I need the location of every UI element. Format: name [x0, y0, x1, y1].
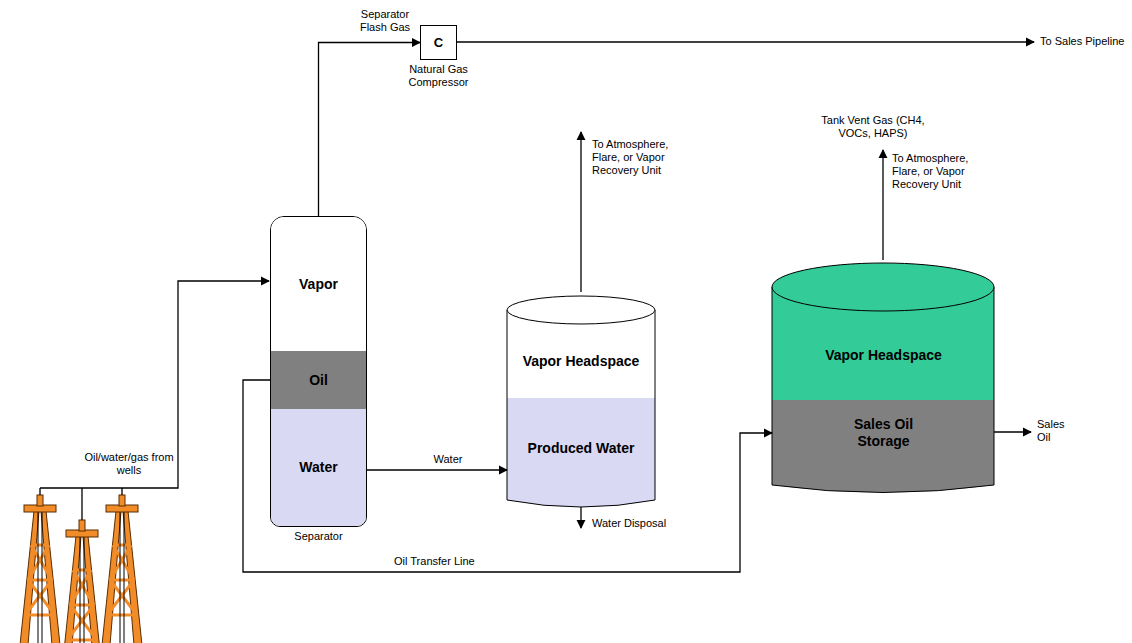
- line-label: Oil Transfer Line: [392, 555, 477, 568]
- flow-line: [367, 469, 507, 470]
- vent-arrow: [580, 132, 581, 292]
- vessel-label: Oil: [309, 372, 328, 389]
- vessel-label: Vapor Headspace: [825, 347, 942, 364]
- sales-oil-tank: [772, 263, 994, 493]
- flow-label: Sales Oil: [1037, 418, 1079, 444]
- flow-label: To Atmosphere, Flare, or Vapor Recovery …: [592, 138, 680, 178]
- vessel-label: Vapor: [299, 276, 338, 293]
- vessel-label: Vapor Headspace: [523, 353, 640, 370]
- vapor-band: Vapor: [271, 217, 366, 351]
- vent-arrow: [882, 150, 883, 260]
- sales-oil-arrow: [994, 431, 1031, 432]
- line-label: Separator Flash Gas: [350, 8, 420, 34]
- produced-water-tank: [507, 296, 655, 507]
- flow-label: Tank Vent Gas (CH4, VOCs, HAPS): [815, 114, 931, 140]
- flow-line: [243, 380, 772, 572]
- well-feed-line: [40, 281, 269, 520]
- oil-band: Oil: [271, 351, 366, 409]
- vessel-caption: Separator: [274, 530, 364, 543]
- pipeline-line: [457, 41, 1034, 42]
- flow-line: [319, 43, 421, 217]
- vessel-label: C: [434, 35, 443, 51]
- compressor-box: CNatural Gas Compressor: [420, 25, 457, 60]
- produced-water-band: Produced Water: [507, 398, 655, 498]
- well-derricks: [20, 495, 142, 643]
- water-band: Water: [271, 409, 366, 526]
- vessel-label: Sales Oil Storage: [834, 416, 934, 450]
- disposal-arrow: [580, 507, 581, 528]
- vessel-label: Water: [299, 459, 337, 476]
- flow-label: Water Disposal: [592, 517, 666, 530]
- tank-headspace: Vapor Headspace: [507, 326, 655, 396]
- separator-vessel: VaporOilWaterSeparator: [270, 216, 367, 527]
- vessel-caption: Natural Gas Compressor: [399, 63, 479, 89]
- flow-label: To Atmosphere, Flare, or Vapor Recovery …: [892, 152, 980, 192]
- sales-oil-band: Sales Oil Storage: [772, 398, 995, 468]
- vessel-label: Produced Water: [528, 440, 635, 457]
- line-label: Water: [416, 453, 480, 466]
- tank-headspace: Vapor Headspace: [772, 312, 995, 398]
- flow-label: Oil/water/gas from wells: [83, 451, 175, 477]
- flow-label: To Sales Pipeline: [1040, 35, 1124, 48]
